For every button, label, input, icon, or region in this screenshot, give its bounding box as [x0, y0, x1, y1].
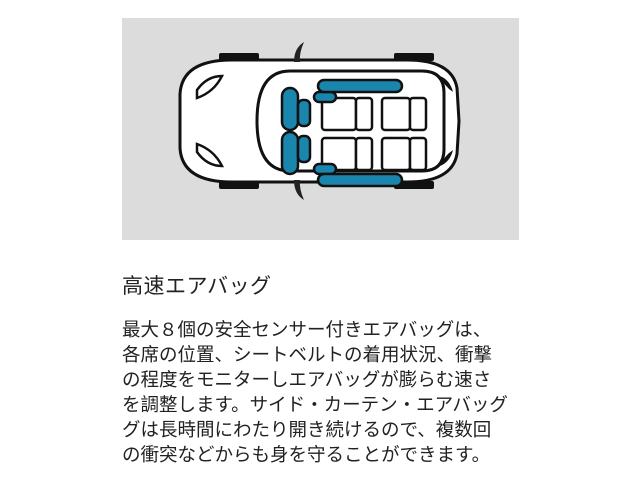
- description-line: を調整します。サイド・カーテン・エアバッグ: [122, 395, 508, 416]
- car-airbag-illustration: [122, 18, 519, 240]
- car-top-view-icon: [178, 42, 461, 200]
- description-line: グは長時間にわたり開き続けるので、複数回: [122, 420, 492, 441]
- description-line: 各席の位置、シートベルトの着用状況、衝撃: [122, 345, 493, 366]
- feature-description: 最大８個の安全センサー付きエアバッグは、 各席の位置、シートベルトの着用状況、衝…: [122, 318, 522, 468]
- description-line: 最大８個の安全センサー付きエアバッグは、: [122, 320, 492, 341]
- feature-heading: 高速エアバッグ: [122, 274, 272, 298]
- description-line: の衝突などからも身を守ることができます。: [122, 445, 491, 466]
- description-line: の程度をモニターしエアバッグが膨らむ速さ: [122, 370, 492, 391]
